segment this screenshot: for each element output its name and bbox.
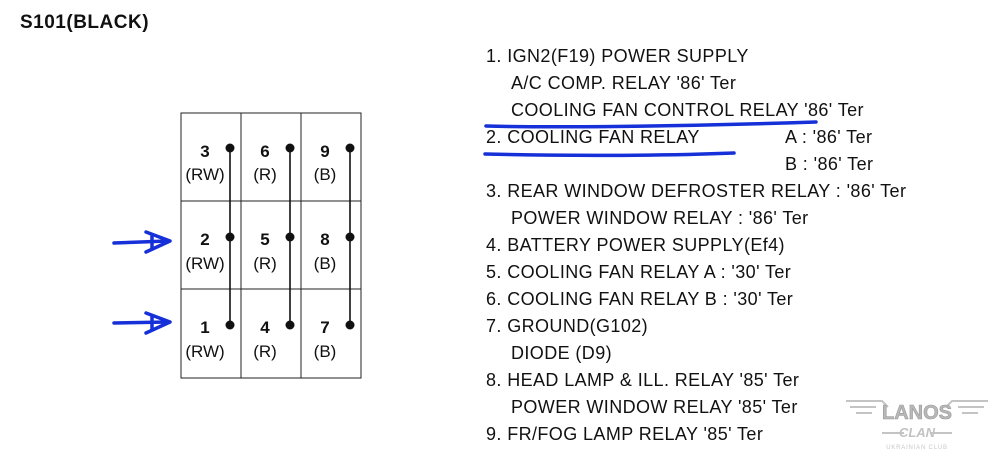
annotation-arrow-pin1 <box>112 311 172 335</box>
pin-number: 1 <box>200 318 209 337</box>
connector-grid <box>180 112 362 379</box>
annotation-underline-cooling-fan-control <box>484 120 818 129</box>
lanos-clan-logo: LANOS CLAN UKRAINIAN CLUB <box>846 400 988 451</box>
connector-title: S101(BLACK) <box>20 12 150 33</box>
pin-dot <box>285 143 295 153</box>
pin-number: 8 <box>320 230 329 249</box>
svg-text:LANOS: LANOS <box>882 402 952 424</box>
pin-wire-color: (B) <box>314 254 337 273</box>
pin-number: 5 <box>260 230 269 249</box>
pin-dot <box>285 320 295 330</box>
pin-dot <box>225 143 235 153</box>
legend-line: 6. COOLING FAN RELAY B : '30' Ter <box>486 289 794 309</box>
legend-line: 3. REAR WINDOW DEFROSTER RELAY : '86' Te… <box>486 181 907 201</box>
pin-wire-color: (RW) <box>185 165 224 184</box>
legend-line: 2. COOLING FAN RELAY <box>486 127 700 147</box>
legend-line: A/C COMP. RELAY '86' Ter <box>511 73 737 93</box>
legend-line: POWER WINDOW RELAY : '86' Ter <box>511 208 809 228</box>
pin-wire-color: (B) <box>314 165 337 184</box>
pin-number: 2 <box>200 230 209 249</box>
pin-wire-color: (R) <box>253 342 277 361</box>
pin-wire-color: (RW) <box>185 342 224 361</box>
pin-dot <box>285 232 295 242</box>
pin-wire-color: (RW) <box>185 254 224 273</box>
pin-dot <box>345 232 355 242</box>
legend-line: 8. HEAD LAMP & ILL. RELAY '85' Ter <box>486 370 800 390</box>
legend-line: 4. BATTERY POWER SUPPLY(Ef4) <box>486 235 785 255</box>
svg-text:CLAN: CLAN <box>899 425 936 440</box>
legend-line: A : '86' Ter <box>785 127 873 147</box>
legend-line: B : '86' Ter <box>785 154 874 174</box>
pin-wire-color: (R) <box>253 254 277 273</box>
legend-line: 9. FR/FOG LAMP RELAY '85' Ter <box>486 424 764 444</box>
pin-dot <box>225 320 235 330</box>
pin-number: 3 <box>200 142 209 161</box>
legend-line: COOLING FAN CONTROL RELAY '86' Ter <box>511 100 864 120</box>
pin-dot <box>225 232 235 242</box>
pin-number: 9 <box>320 142 329 161</box>
pin-number: 6 <box>260 142 269 161</box>
svg-text:UKRAINIAN CLUB: UKRAINIAN CLUB <box>886 445 948 451</box>
pin-dot <box>345 320 355 330</box>
pin-number: 4 <box>260 318 270 337</box>
pin-wire-color: (B) <box>314 342 337 361</box>
legend-line: 1. IGN2(F19) POWER SUPPLY <box>486 46 749 66</box>
pin-wire-color: (R) <box>253 165 277 184</box>
legend-line: POWER WINDOW RELAY '85' Ter <box>511 397 798 417</box>
annotation-arrow-pin2 <box>112 230 172 254</box>
legend-line: 5. COOLING FAN RELAY A : '30' Ter <box>486 262 792 282</box>
pin-dot <box>345 143 355 153</box>
pin-number: 7 <box>320 318 329 337</box>
legend-line: 7. GROUND(G102) <box>486 316 649 336</box>
legend-line: DIODE (D9) <box>511 343 613 363</box>
annotation-underline-cooling-fan-relay <box>483 151 736 158</box>
